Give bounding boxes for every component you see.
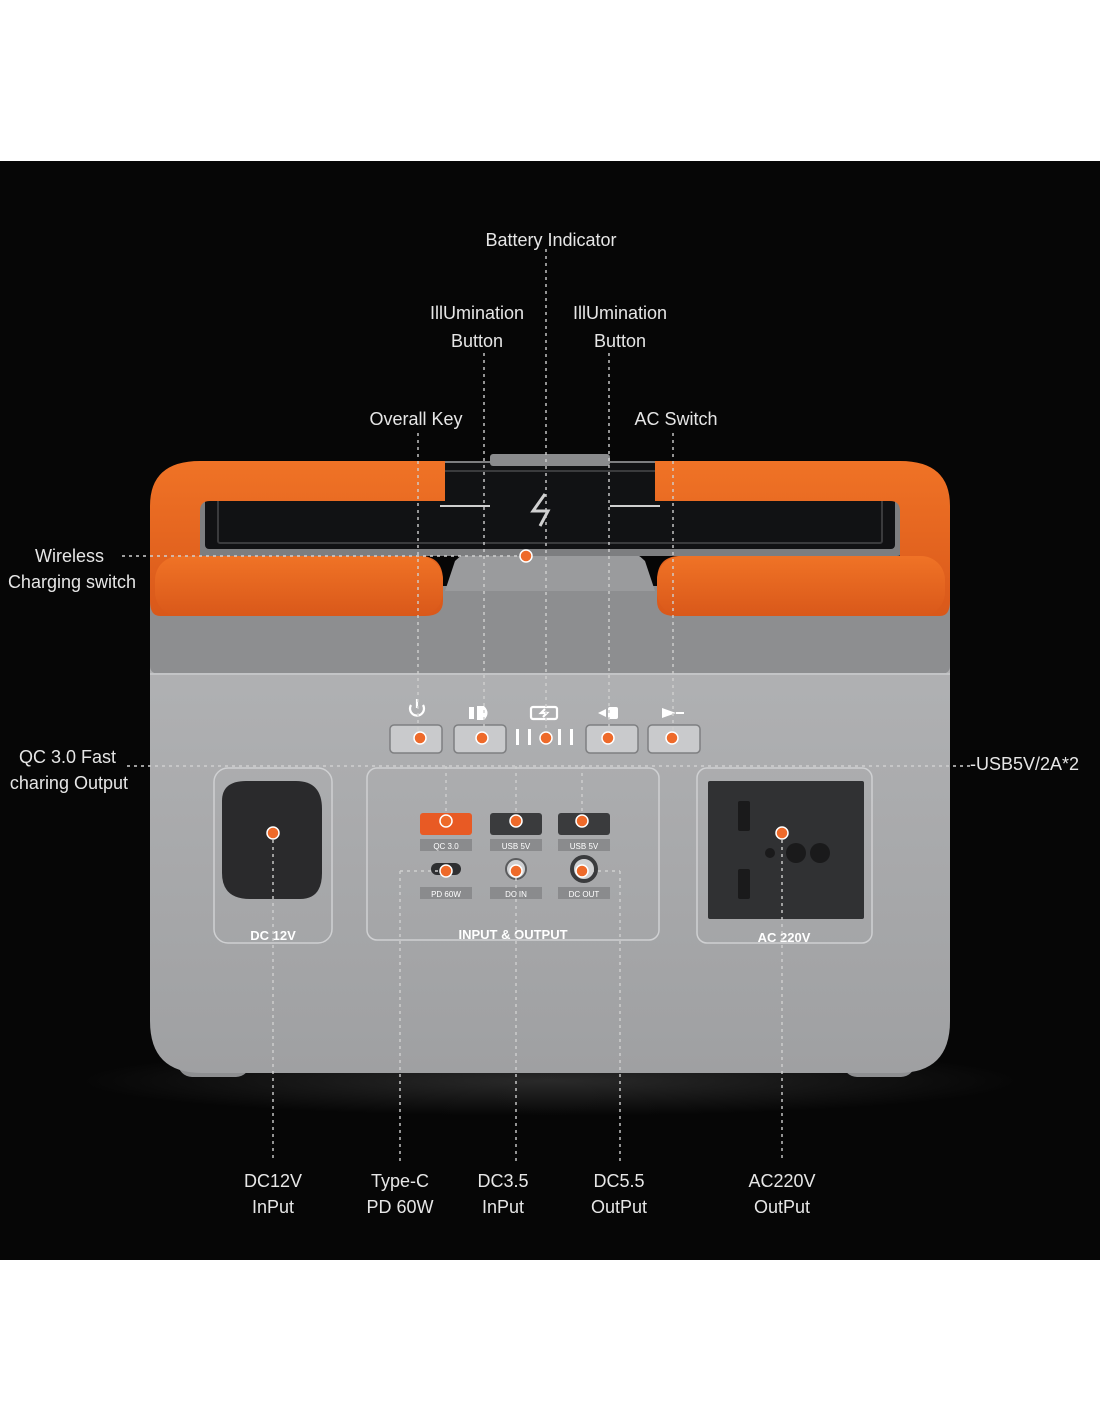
callout-usb-output: -USB5V/2A*2 [970,754,1080,774]
lid-center [445,546,655,591]
callout-battery-indicator: Battery Indicator [485,230,617,250]
battery-level-bars [516,729,573,745]
callout-illumination-left: IllUmination Button [429,303,525,351]
marker-dc35 [509,864,523,878]
callout-dc12v-input: DC12V InPut [243,1171,303,1217]
marker-qc [439,814,453,828]
marker-dc12v [266,826,280,840]
callout-typec: Type-C PD 60W [366,1171,434,1217]
leader-lines [122,249,972,1161]
marker-usb1 [509,814,523,828]
marker-battery [539,731,553,745]
device-body [150,591,950,1073]
product-diagram: DC 12V QC 3.0 USB 5V USB 5V PD 60W DC IN… [0,161,1100,1260]
ac-socket [708,781,864,919]
callout-illumination-right: IllUmination Button [572,303,668,351]
dc12v-socket [222,781,322,899]
marker-typec [439,864,453,878]
callout-wireless: Wireless Charging switch [7,546,136,592]
callout-markers [266,549,789,878]
battery-icon [529,705,559,721]
qc-port-label: QC 3.0 [433,842,459,851]
callout-ac-switch: AC Switch [634,409,718,429]
marker-ac220v [775,826,789,840]
ac-icon [662,708,676,718]
marker-illum-right [601,731,615,745]
power-station-illustration: DC 12V QC 3.0 USB 5V USB 5V PD 60W DC IN… [80,249,1020,1161]
light-left-icon [469,707,474,719]
dc12v-panel-label: DC 12V [250,928,296,943]
marker-dc55 [575,864,589,878]
callout-qc-output: QC 3.0 Fast charing Output [9,747,128,793]
dc12v-panel [213,767,333,944]
io-panel [366,767,660,941]
callout-dc55: DC5.5 OutPut [590,1171,648,1217]
ac-panel-label: AC 220V [758,930,811,945]
callout-dc35: DC3.5 InPut [477,1171,529,1217]
marker-wireless [519,549,533,563]
dcout-port-label: DC OUT [569,890,600,899]
io-panel-label: INPUT & OUTPUT [458,927,567,942]
lightning-icon [530,493,551,527]
light-right-icon [598,709,606,717]
control-icons [408,699,559,721]
ac-socket-holes [738,801,830,899]
usb2-port-label: USB 5V [570,842,599,851]
pd-port-label: PD 60W [431,890,461,899]
power-icon [408,704,426,717]
marker-illum-left [475,731,489,745]
marker-usb2 [575,814,589,828]
ac-panel [696,767,873,944]
callout-overall-key: Overall Key [369,409,463,429]
callout-ac220v: AC220V OutPut [748,1171,816,1217]
marker-overall-key [413,731,427,745]
qc-label-plate [420,839,472,851]
marker-ac-switch [665,731,679,745]
usb1-port-label: USB 5V [502,842,531,851]
